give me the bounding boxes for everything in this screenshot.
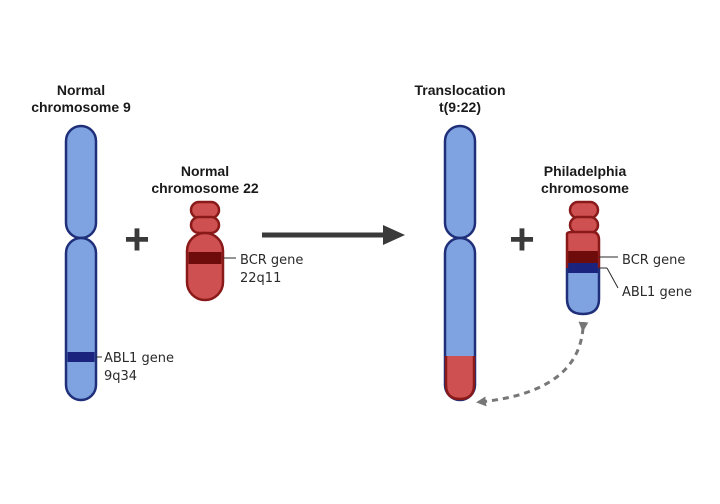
- translocation-title-line2: t(9:22): [439, 99, 481, 115]
- chr22-satellite-bottom: [189, 215, 221, 235]
- plus-sign: +: [124, 215, 150, 264]
- arrow-head: [383, 225, 405, 245]
- chr22-long-arm: [185, 231, 225, 302]
- plus-sign-2: +: [509, 215, 535, 264]
- bcr-locus: 22q11: [240, 271, 281, 286]
- ph-abl1-leader-line-b: [606, 267, 619, 289]
- abl1-label: ABL1 gene: [104, 351, 174, 366]
- bcr-band: [188, 252, 222, 264]
- chr9-title-line2: chromosome 9: [31, 99, 131, 115]
- philadelphia-title-line1: Philadelphia: [544, 163, 627, 179]
- ph-abl1-band: [567, 263, 599, 273]
- chr9-long-arm: [64, 236, 98, 402]
- abl1-band: [67, 352, 95, 362]
- chr22-title-line1: Normal: [181, 163, 229, 179]
- philadelphia-chromosome: [565, 200, 619, 316]
- trans-red-outline: [444, 356, 476, 401]
- ph-blue-outline: [565, 268, 601, 316]
- ph-bcr-label: BCR gene: [622, 253, 685, 268]
- ph-abl1-label: ABL1 gene: [622, 285, 692, 300]
- chr22-satellite-top: [189, 200, 221, 220]
- trans-short-arm: [443, 124, 477, 240]
- chr9-short-arm: [64, 124, 98, 240]
- translocated-chromosome: [443, 124, 477, 402]
- abl1-locus: 9q34: [104, 369, 137, 384]
- chromosome-9: [64, 124, 102, 402]
- bcr-label: BCR gene: [240, 253, 303, 268]
- trans-chr22-segment: [445, 356, 475, 400]
- ph-red-outline: [565, 230, 601, 268]
- ph-satellite-top: [568, 200, 600, 220]
- translocation-title-line1: Translocation: [414, 82, 505, 98]
- exchange-dashed-arrow: [476, 321, 589, 407]
- philadelphia-title-line2: chromosome: [541, 180, 629, 196]
- ph-blue-part: [567, 272, 599, 314]
- ph-bcr-band: [567, 251, 599, 263]
- translocation-arrow: [262, 225, 405, 245]
- ph-satellite-bottom: [568, 215, 600, 235]
- chr9-title-line1: Normal: [57, 82, 105, 98]
- chromosome-22: [185, 200, 236, 302]
- chr22-title-line2: chromosome 22: [151, 180, 259, 196]
